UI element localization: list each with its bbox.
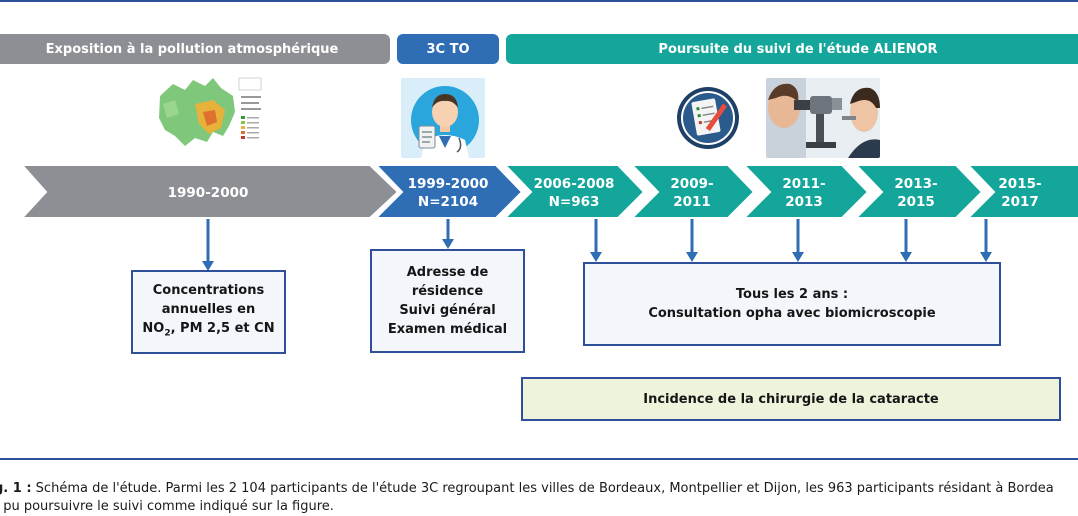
connector-1999-head — [442, 239, 454, 249]
caption-line2: t pu poursuivre le suivi comme indiqué s… — [0, 499, 334, 514]
header-alienor: Poursuite du suivi de l'étude ALIENOR — [506, 34, 1078, 64]
timeline-label-3: 2009- 2011 — [642, 175, 742, 211]
timeline-arrow-2009 — [629, 164, 756, 219]
adresse-line3: Suivi général — [399, 303, 496, 318]
timeline-label-6: 2015- 2017 — [970, 175, 1070, 211]
header-pollution: Exposition à la pollution atmosphérique — [0, 34, 390, 64]
concentrations-line1: Concentrations — [152, 282, 265, 298]
timeline-arrow-2013 — [853, 164, 984, 219]
timeline-label-2-line1: 2006-2008 — [533, 176, 615, 192]
timeline-label-2: 2006-2008 N=963 — [524, 175, 624, 211]
consultation-box: Tous les 2 ans : Consultation opha avec … — [583, 262, 1001, 346]
timeline-label-6-line1: 2015- — [998, 176, 1042, 192]
connector-2009-head — [686, 252, 698, 262]
timeline-arrow-2015 — [965, 164, 1078, 219]
concentrations-line2: annuelles en — [161, 301, 256, 317]
timeline-label-4: 2011- 2013 — [754, 175, 854, 211]
pollution-map-icon — [155, 74, 265, 158]
doctor-icon — [401, 78, 485, 158]
connector-1990-head — [202, 261, 214, 271]
header-3c: 3C TO — [397, 34, 499, 64]
header-3c-label: 3C TO — [426, 41, 470, 57]
timeline-label-6-line2: 2017 — [1001, 194, 1039, 210]
timeline-label-5-line2: 2015 — [897, 194, 935, 210]
incidence-label: Incidence de la chirurgie de la cataract… — [643, 391, 939, 407]
bottom-rule — [0, 458, 1078, 460]
timeline-arrow-1990 — [19, 164, 400, 219]
timeline-label-3-line2: 2011 — [673, 194, 711, 210]
timeline-label-5: 2013- 2015 — [866, 175, 966, 211]
timeline-label-1-line2: N=2104 — [417, 194, 479, 210]
timeline-arrow-2006 — [502, 164, 646, 219]
concentrations-no: NO — [142, 320, 165, 336]
adresse-line1: Adresse de — [406, 265, 489, 280]
header-alienor-label: Poursuite du suivi de l'étude ALIENOR — [658, 41, 938, 57]
adresse-line2: résidence — [411, 284, 484, 299]
checklist-icon — [676, 86, 740, 150]
adresse-line4: Examen médical — [387, 322, 508, 337]
caption-text1: Schéma de l'étude. Parmi les 2 104 parti… — [31, 481, 1054, 496]
timeline — [19, 164, 1078, 219]
top-rule — [0, 0, 1078, 2]
timeline-label-5-line1: 2013- — [894, 176, 938, 192]
timeline-label-3-line1: 2009- — [670, 176, 714, 192]
adresse-box: Adresse de résidence Suivi général Exame… — [370, 249, 525, 353]
timeline-label-2-line2: N=963 — [548, 194, 600, 210]
consultation-line2: Consultation opha avec biomicroscopie — [648, 306, 936, 321]
caption-line1: g. 1 : Schéma de l'étude. Parmi les 2 10… — [0, 480, 1078, 498]
figure-caption: g. 1 : Schéma de l'étude. Parmi les 2 10… — [0, 480, 1078, 516]
concentrations-subscript: 2 — [164, 328, 171, 339]
connector-2011-head — [792, 252, 804, 262]
timeline-label-0: 1990-2000 — [158, 184, 258, 202]
concentrations-line3: NO2, PM 2,5 et CN — [142, 319, 274, 344]
connector-2015-head — [980, 252, 992, 262]
eye-exam-photo-icon — [766, 78, 880, 158]
concentrations-box: Concentrations annuelles en NO2, PM 2,5 … — [131, 270, 286, 354]
connector-2006-head — [590, 252, 602, 262]
timeline-label-1-line1: 1999-2000 — [407, 176, 489, 192]
timeline-arrow-2011 — [741, 164, 870, 219]
timeline-label-0-line1: 1990-2000 — [167, 185, 249, 201]
consultation-line1: Tous les 2 ans : — [735, 287, 849, 302]
concentrations-rest: , PM 2,5 et CN — [170, 320, 275, 336]
connector-2013-head — [900, 252, 912, 262]
header-pollution-label: Exposition à la pollution atmosphérique — [45, 41, 339, 57]
timeline-label-4-line1: 2011- — [782, 176, 826, 192]
caption-label: g. 1 : — [0, 481, 32, 496]
incidence-box: Incidence de la chirurgie de la cataract… — [521, 377, 1061, 421]
timeline-label-1: 1999-2000 N=2104 — [398, 175, 498, 211]
timeline-arrow-1999 — [373, 164, 524, 219]
timeline-label-4-line2: 2013 — [785, 194, 823, 210]
